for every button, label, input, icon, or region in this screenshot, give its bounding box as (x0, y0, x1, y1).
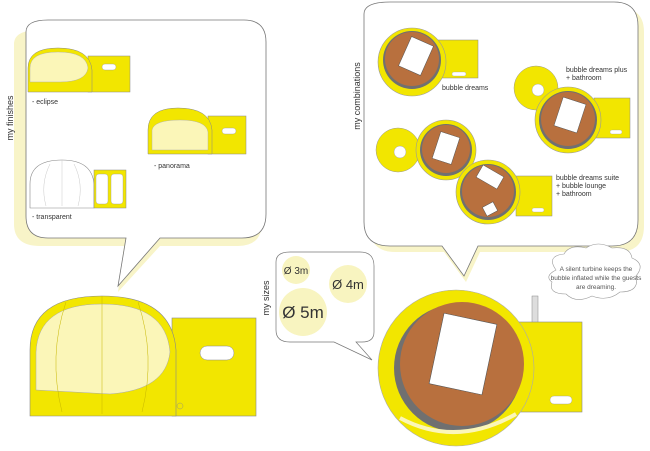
transparent-illustration (29, 159, 127, 209)
panorama-illustration (147, 107, 247, 155)
size-5m-circle (279, 288, 327, 336)
plus-label-line1: bubble dreams plus (566, 67, 628, 74)
large-bubble-illustration (29, 295, 257, 417)
transparent-label: - transparent (32, 214, 72, 221)
finishes-title: my finishes (5, 95, 15, 141)
bubble-dreams-plus-plan (513, 65, 631, 154)
panorama-label: - panorama (154, 163, 190, 170)
turbine-cloud (548, 243, 641, 300)
plus-label-line2: + bathroom (566, 75, 602, 82)
large-plan-illustration (377, 289, 583, 447)
turbine-note: A silent turbine keeps the bubble inflat… (548, 243, 642, 300)
size-5m-label: Ø 5m (282, 303, 324, 322)
sizes-panel: my sizes Ø 3m Ø 4m Ø 5m (261, 251, 375, 361)
finishes-panel: my finishes - eclipse - panorama - trans… (5, 19, 267, 292)
size-4m-circle (329, 265, 367, 303)
turbine-note-line1: A silent turbine keeps the (560, 266, 633, 273)
eclipse-illustration (27, 47, 131, 93)
suite-label-line2: + bubble lounge (556, 183, 606, 190)
sizes-title: my sizes (261, 280, 271, 316)
bubble-dreams-label: bubble dreams (442, 85, 489, 92)
suite-label-line1: bubble dreams suite (556, 175, 619, 182)
bubble-dreams-plan (377, 27, 479, 97)
turbine-note-line2: bubble inflated while the guests (551, 275, 642, 282)
size-4m-label: Ø 4m (332, 277, 364, 292)
turbine-note-line3: are dreaming. (576, 284, 616, 291)
combinations-panel: my combinations bubble dreams bubble dre… (352, 1, 644, 282)
combinations-title: my combinations (352, 62, 362, 130)
suite-label-line3: + bathroom (556, 191, 592, 198)
eclipse-label: - eclipse (32, 99, 58, 106)
size-3m-label: Ø 3m (284, 266, 308, 277)
size-3m-circle (282, 256, 310, 284)
bubble-dreams-suite-plan (375, 119, 553, 225)
